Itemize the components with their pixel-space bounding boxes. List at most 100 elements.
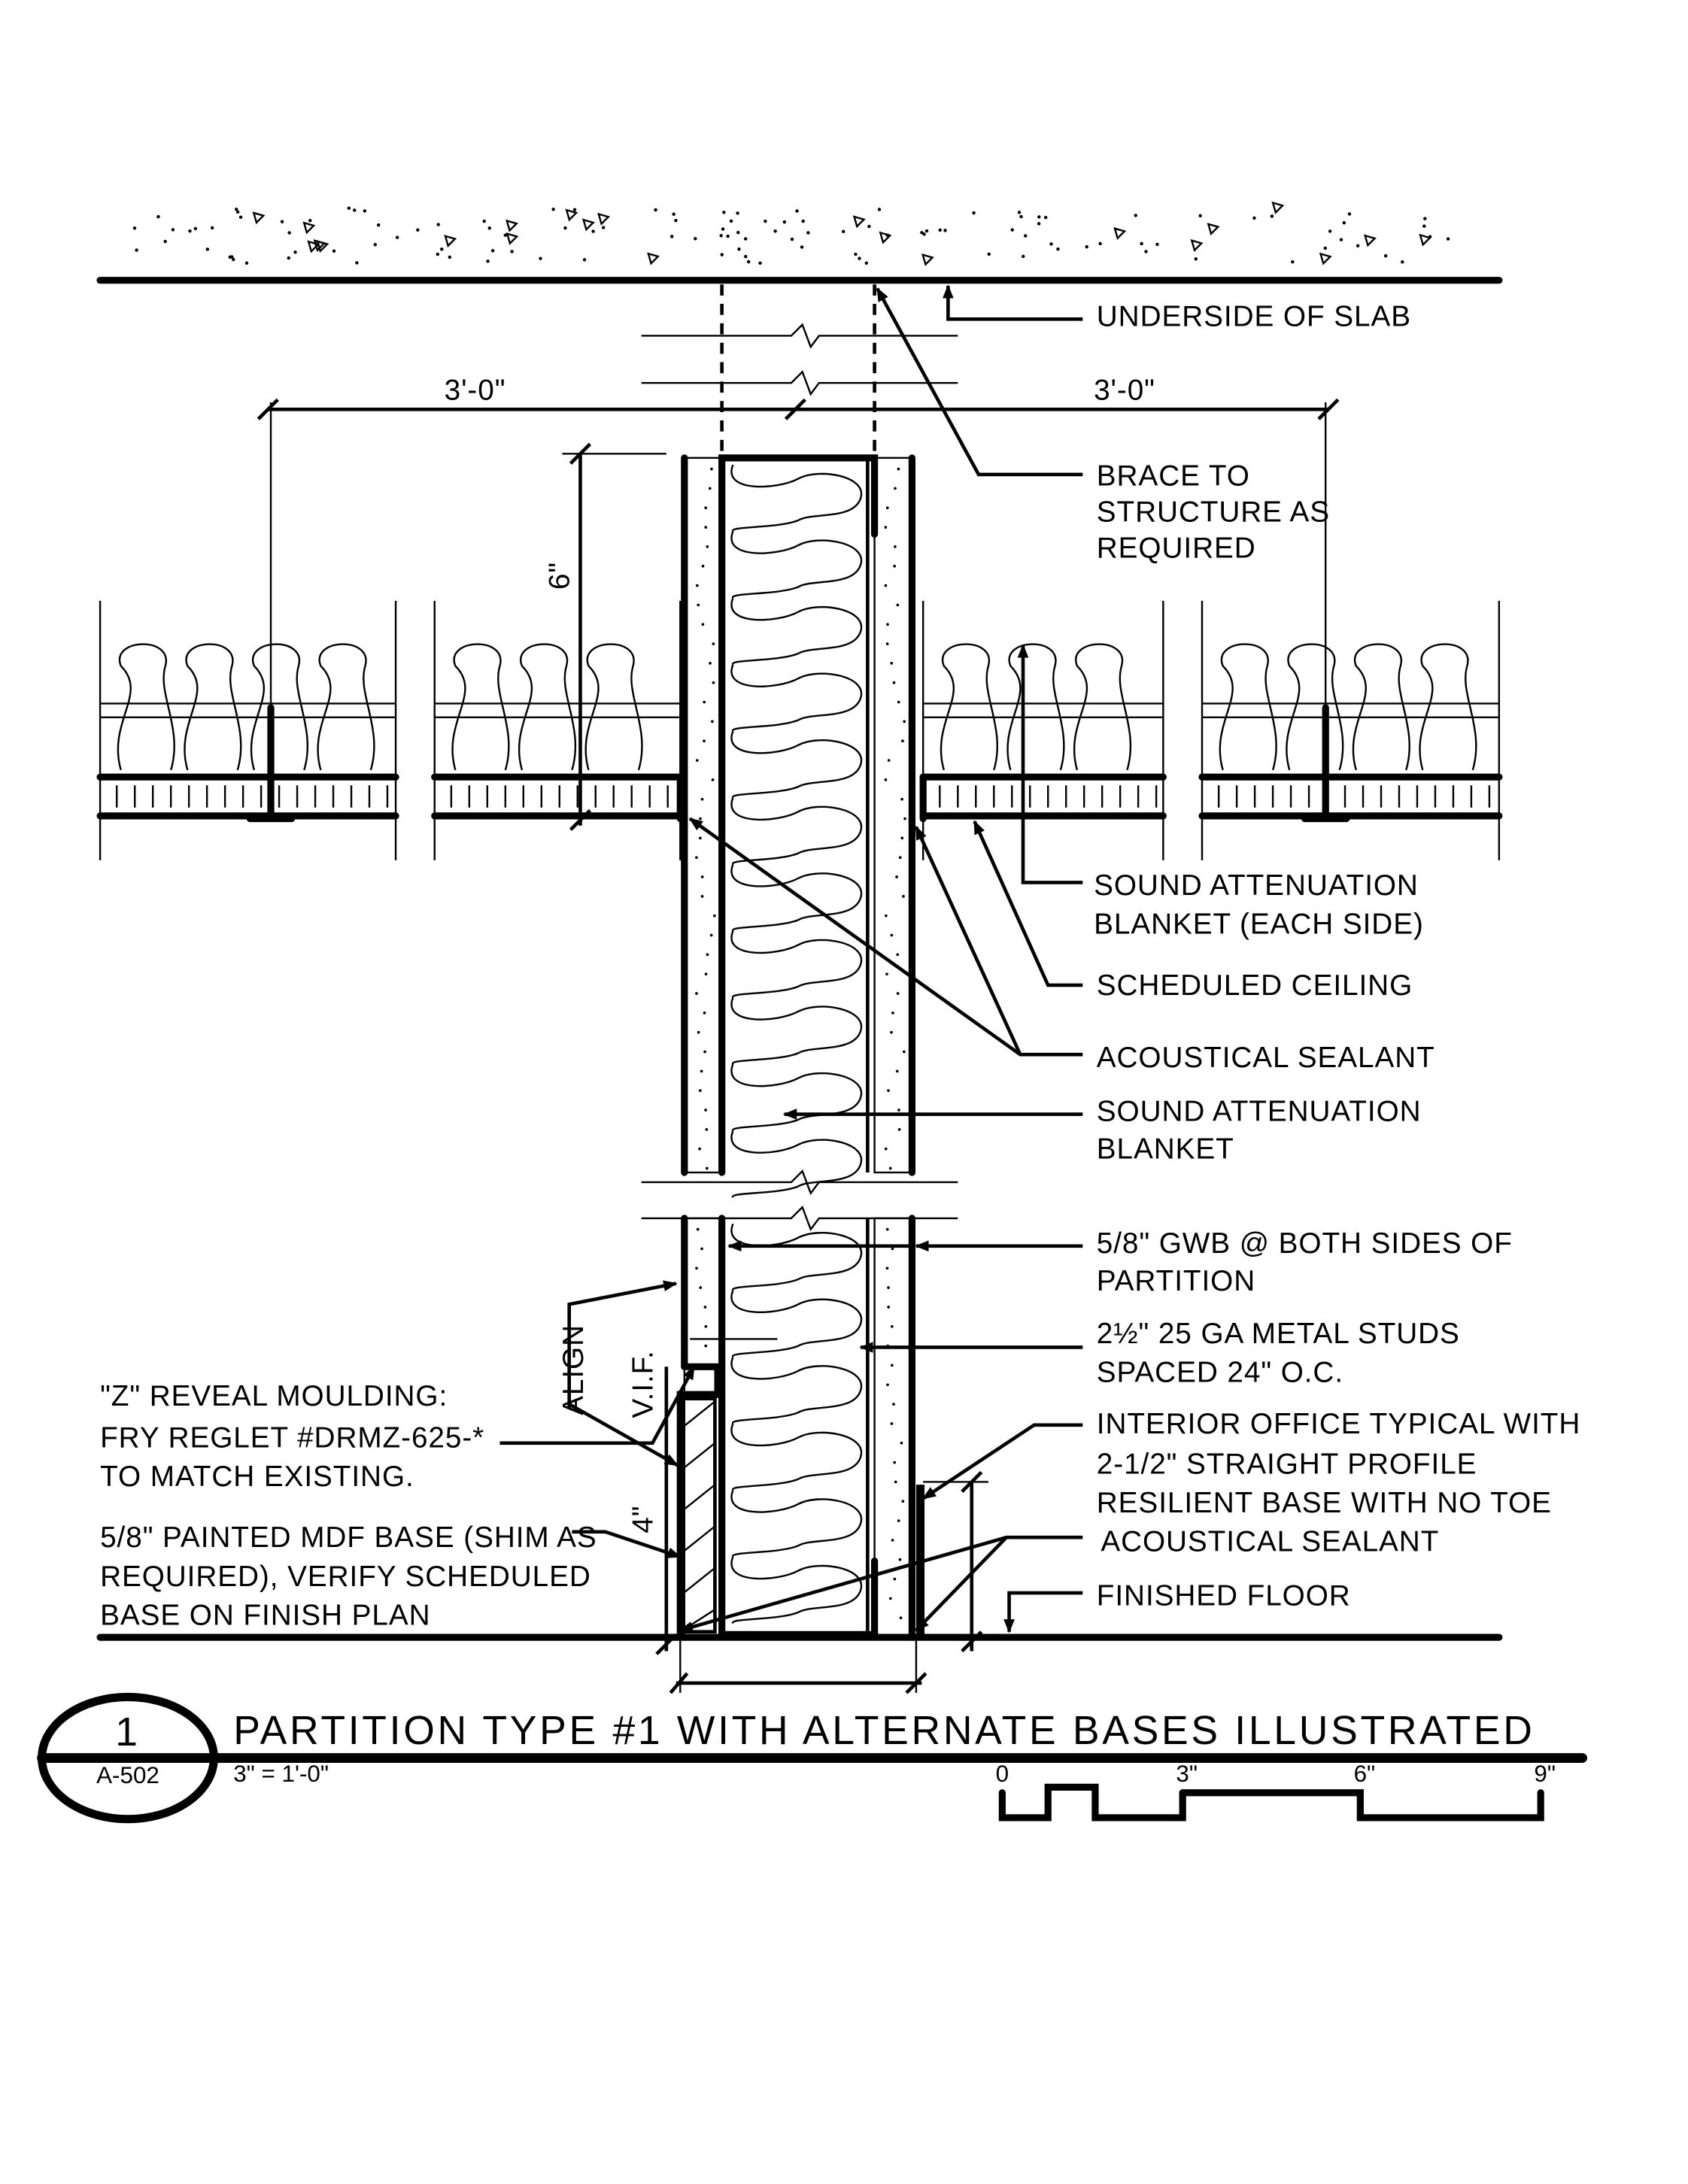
note-blanket: BLANKET [1097,1133,1234,1166]
stipple-dot [1194,257,1198,261]
insulation-loop [730,1423,863,1491]
gwb-dot [885,972,888,976]
stipple-dot [287,256,290,260]
stipple-dot [1356,244,1360,247]
stipple-dot [135,248,138,252]
insulation-loop [730,464,863,532]
stipple-dot [1252,216,1256,220]
partition-wall-upper [641,454,958,1196]
gwb-dot [885,506,889,510]
gwb-dot [887,759,891,762]
gwb-dot [903,817,906,821]
note-reveal: FRY REGLET #DRMZ-625-* [100,1421,484,1454]
note-brace: BRACE TO [1097,460,1250,493]
gwb-dot [704,1109,707,1112]
gwb-dot [885,642,889,645]
gwb-dot [896,603,900,607]
stipple-dot [591,229,595,233]
gwb-dot [899,1616,903,1620]
aggregate-mark [307,240,320,253]
stipple-dot [800,245,804,249]
stipple-dot [1401,260,1404,264]
stipple-dot [234,208,238,211]
aggregate-mark [1363,234,1377,247]
insulation-loop [730,730,863,799]
stipple-dot [669,235,674,238]
stipple-dot [280,220,284,223]
gwb-dot [709,933,713,937]
stipple-dot [287,231,291,235]
gwb-dot [696,1227,700,1231]
stipple-dot [510,250,514,253]
detail-title-text: PARTITION TYPE #1 WITH ALTERNATE BASES I… [233,1709,1535,1753]
gwb-dot [708,487,712,490]
aggregate-mark [1419,233,1432,247]
gwb-dot [890,1422,894,1425]
gwb-dot [894,487,897,490]
stipple-dot [171,228,175,232]
stipple-dot [332,249,336,253]
gwb-dot [888,1597,892,1600]
stipple-dot [987,252,991,256]
gwb-dot [897,700,900,704]
stipple-dot [1037,222,1041,226]
stipple-dot [355,261,359,265]
insulation-loop [730,797,863,866]
gwb-dot [704,506,708,510]
aggregate-mark [252,211,266,225]
gwb-dot [890,1363,894,1367]
gwb-dot [704,1344,708,1348]
scale-tick-6: 6" [1354,1761,1376,1787]
aggregate-mark [444,235,457,248]
aggregate-mark [921,253,934,266]
stipple-dot [244,261,249,265]
gwb-dot [898,1558,902,1561]
gwb-dot [699,1286,703,1289]
stipple-dot [1446,237,1450,241]
stipple-dot [938,228,942,232]
stipple-dot [395,235,399,239]
gwb-dot [891,1324,894,1328]
stipple-dot [1019,214,1023,219]
right-notes: UNDERSIDE OF SLAB BRACE TO STRUCTURE AS … [1094,301,1580,1612]
gwb-dot [705,1127,709,1131]
detail-number: 1 [115,1710,140,1755]
gwb-dot [903,1050,906,1054]
stipple-dot [416,228,420,232]
gwb-dot [706,953,709,957]
stipple-dot [1347,212,1352,216]
gwb-dot [704,526,708,529]
stipple-dot [858,256,861,260]
stipple-dot [746,259,751,264]
stipple-dot [1339,238,1343,241]
note-gwb: PARTITION [1097,1265,1255,1297]
gwb-dot [695,759,699,762]
graphic-scale-bar: 0 3" 6" 9" [996,1761,1556,1822]
note-sealant-top: ACOUSTICAL SEALANT [1097,1042,1435,1074]
stipple-dot [482,220,486,223]
gwb-dot [892,681,896,684]
gwb-dot [709,662,712,665]
gwb-dot [712,914,716,918]
align-label: ALIGN [557,1324,590,1415]
gwb-dot [893,564,897,568]
gwb-dot [695,1266,698,1270]
stipple-dot [539,256,542,260]
gwb-dot [700,895,704,898]
gwb-dot [711,778,715,781]
gwb-dot [890,662,894,665]
scale-tick-9: 9" [1534,1761,1556,1787]
gwb-dot [703,1011,706,1015]
gwb-dot [884,778,888,781]
insulation-loop [730,1490,863,1558]
stipple-dot [736,230,740,235]
stipple-dot [920,231,924,235]
gwb-dot [900,836,904,840]
stipple-dot [572,208,577,211]
ceiling-blanket-loop [184,643,242,771]
stipple-dot [720,253,724,256]
gwb-dot [897,1519,900,1522]
stipple-dot [363,209,367,213]
stipple-dot [729,219,733,223]
